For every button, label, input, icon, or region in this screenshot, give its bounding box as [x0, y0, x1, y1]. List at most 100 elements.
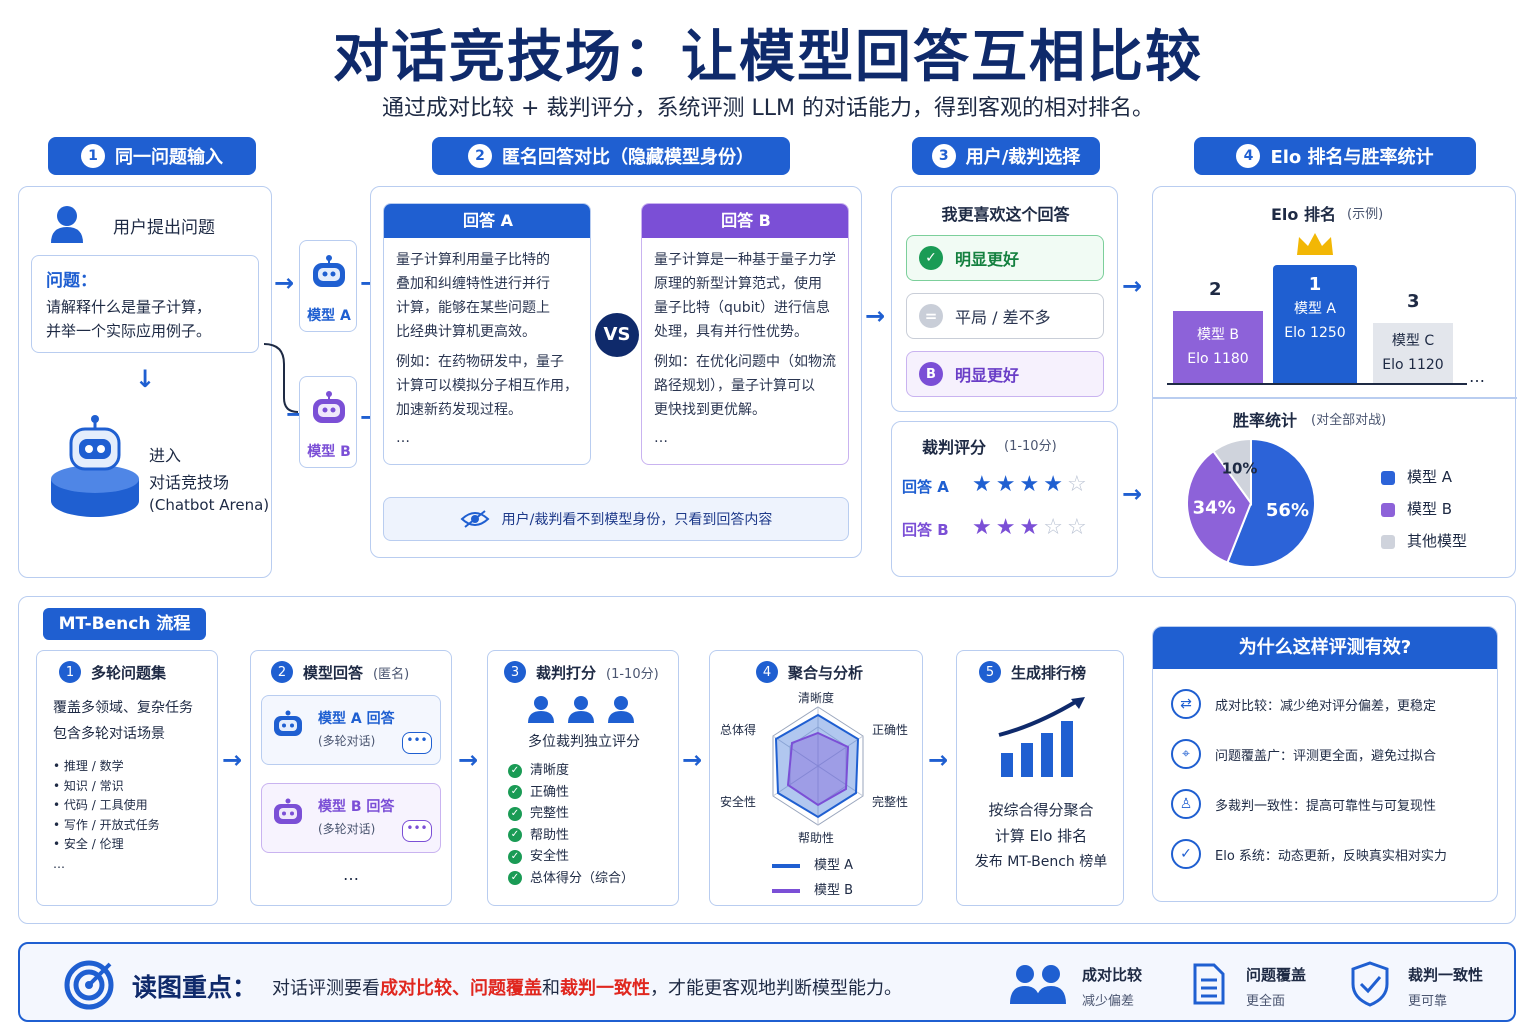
answer-line: 计算可以模拟分子相互作用，: [396, 378, 578, 394]
hidden-identity-note: 用户/裁判看不到模型身份，只看到回答内容: [383, 497, 849, 541]
star-filled-icon: ★: [972, 515, 996, 540]
badge-title: 成对比较: [1082, 966, 1143, 984]
legend-swatch: [1381, 470, 1395, 485]
answer-b-title: 回答 B: [642, 204, 848, 238]
judge-icon: ♙: [1171, 789, 1201, 819]
model-a-box: 模型 A: [299, 240, 357, 332]
winrate-title: 胜率统计: [1233, 411, 1298, 430]
legend-swatch: [772, 888, 800, 893]
criteria-item: ✓完整性: [508, 803, 634, 825]
why-item: ⌖ 问题覆盖广：评测更全面，避免过拟合: [1171, 739, 1436, 769]
prefer-title: 我更喜欢这个回答: [941, 205, 1070, 224]
star-empty-icon: ☆: [1066, 515, 1091, 540]
mt-s5-line1: 按综合得分聚合: [988, 801, 1094, 819]
answer-line: 量子计算是一种基于量子力学: [654, 252, 836, 268]
option-a-better[interactable]: ✓ 明显更好: [906, 235, 1104, 281]
coverage-icon: ⌖: [1171, 739, 1201, 769]
mt-step-header: 4 聚合与分析: [756, 661, 863, 683]
answer-line: 更快找到更优解。: [654, 402, 766, 418]
model-a-answer-card: 模型 A 回答 (多轮对话) •••: [261, 695, 441, 765]
why-title: 为什么这样评测有效?: [1153, 627, 1497, 669]
b-badge-icon: B: [919, 362, 943, 386]
pie-value-label: 56%: [1266, 500, 1309, 521]
why-text: 多裁判一致性：提高可靠性与可复现性: [1215, 798, 1437, 814]
rank-3-number: 3: [1407, 291, 1420, 312]
question-text-line1: 请解释什么是量子计算，: [46, 298, 212, 316]
step-title: 聚合与分析: [788, 663, 864, 682]
answer-line: 例如：在药物研发中，量子: [396, 354, 564, 370]
podium-baseline: [1167, 383, 1467, 385]
score-range: (1-10分): [1004, 439, 1057, 454]
mt-s1-bullets: • 推理 / 数学 • 知识 / 常识 • 代码 / 工具使用 • 写作 / 开…: [53, 757, 160, 874]
radar-chart: [772, 706, 864, 826]
mt-step-1: 1 多轮问题集 覆盖多领域、复杂任务 包含多轮对话场景 • 推理 / 数学 • …: [36, 650, 218, 906]
podium-model-b: 模型 B Elo 1180: [1173, 311, 1263, 383]
chat-bubble-icon: •••: [402, 732, 432, 754]
step-title: 模型回答: [303, 663, 364, 682]
step-label: 匿名回答对比（隐藏模型身份）: [502, 147, 754, 168]
arrow-right-icon: →: [865, 302, 886, 330]
radar-legend: 模型 A 模型 B: [772, 853, 853, 903]
step-number: 4: [756, 661, 778, 683]
step-number: 3: [931, 144, 956, 168]
mt-step-header: 2 模型回答 (匿名): [271, 661, 409, 683]
star-filled-icon: ★: [1019, 515, 1044, 540]
model-a-answer-title: 模型 A 回答: [318, 711, 395, 727]
answer-a-card: 回答 A 量子计算利用量子比特的 叠加和纠缠特性进行并行 计算，能够在某些问题上…: [383, 203, 591, 465]
check-icon: ✓: [919, 246, 943, 270]
users-icon: [1010, 965, 1066, 1004]
legend-swatch: [772, 863, 800, 868]
arrow-right-icon: →: [458, 746, 479, 774]
robot-a-icon: [313, 255, 345, 287]
vs-badge: VS: [595, 313, 639, 357]
option-label: 平局 / 差不多: [955, 308, 1051, 327]
step-number: 5: [979, 661, 1001, 683]
mt-s5-line2: 计算 Elo 排名: [994, 827, 1088, 845]
arrow-right-icon: →: [928, 746, 949, 774]
compare-icon: ⇄: [1171, 689, 1201, 719]
podium-model-name: 模型 A: [1293, 301, 1337, 317]
score-title: 裁判评分: [922, 438, 987, 457]
mt-s1-line2: 包含多轮对话场景: [53, 726, 165, 742]
check-icon: ✓: [508, 785, 522, 799]
why-panel: 为什么这样评测有效? ⇄ 成对比较：减少绝对评分偏差，更稳定 ⌖ 问题覆盖广：评…: [1152, 626, 1498, 902]
step-number: 3: [504, 661, 526, 683]
legend-label: 其他模型: [1407, 532, 1468, 550]
radar-axis-label: 安全性: [720, 795, 757, 809]
panel-judge-score: 裁判评分 (1-10分) 回答 A ★★★★☆ 回答 B ★★★☆☆: [891, 421, 1118, 577]
legend-item: 模型 A: [772, 853, 853, 878]
radar-axis-label: 总体得: [720, 723, 757, 737]
option-b-better[interactable]: B 明显更好: [906, 351, 1104, 397]
why-item: ♙ 多裁判一致性：提高可靠性与可复现性: [1171, 789, 1436, 819]
option-label: 明显更好: [955, 250, 1020, 269]
radar-axis-label: 正确性: [872, 723, 909, 737]
score-a-stars: ★★★★☆: [972, 472, 1091, 497]
model-b-answer-title: 模型 B 回答: [318, 799, 395, 815]
step-number: 2: [271, 661, 293, 683]
step-number: 4: [1236, 144, 1261, 168]
chat-bubble-icon: •••: [402, 820, 432, 842]
page-title: 对话竞技场：让模型回答互相比较: [333, 25, 1203, 90]
step-pill-4: 4 Elo 排名与胜率统计: [1194, 137, 1476, 175]
arrow-right-icon: →: [1122, 480, 1143, 508]
legend-swatch: [1381, 502, 1395, 517]
badge-title: 问题覆盖: [1246, 966, 1307, 984]
winrate-pie-chart: 56%34%10%: [1186, 437, 1316, 568]
user-icon: [51, 206, 83, 243]
legend-label: 模型 B: [1407, 500, 1453, 518]
option-tie[interactable]: = 平局 / 差不多: [906, 293, 1104, 339]
mt-step-3: 3 裁判打分 (1-10分) 多位裁判独立评分 ✓清晰度 ✓正确性 ✓完整性 ✓…: [487, 650, 679, 906]
step-label: 用户/裁判选择: [965, 147, 1081, 168]
score-a-label: 回答 A: [902, 478, 949, 496]
why-text: 成对比较：减少绝对评分偏差，更稳定: [1215, 698, 1437, 714]
rank-2-number: 2: [1209, 279, 1222, 300]
answer-a-title: 回答 A: [384, 204, 590, 238]
bullet-item: • 写作 / 开放式任务: [53, 817, 160, 832]
answer-line: 叠加和纠缠特性进行并行: [396, 276, 550, 292]
answer-line: 路径规划），量子计算可以: [654, 378, 815, 394]
badge-sub: 更可靠: [1408, 994, 1448, 1009]
mt-step-header: 3 裁判打分 (1-10分): [504, 661, 659, 683]
arena-line1: 进入: [149, 446, 182, 465]
mt-s5-line3: 发布 MT-Bench 榜单: [974, 854, 1108, 870]
why-text: 问题覆盖广：评测更全面，避免过拟合: [1215, 748, 1437, 764]
